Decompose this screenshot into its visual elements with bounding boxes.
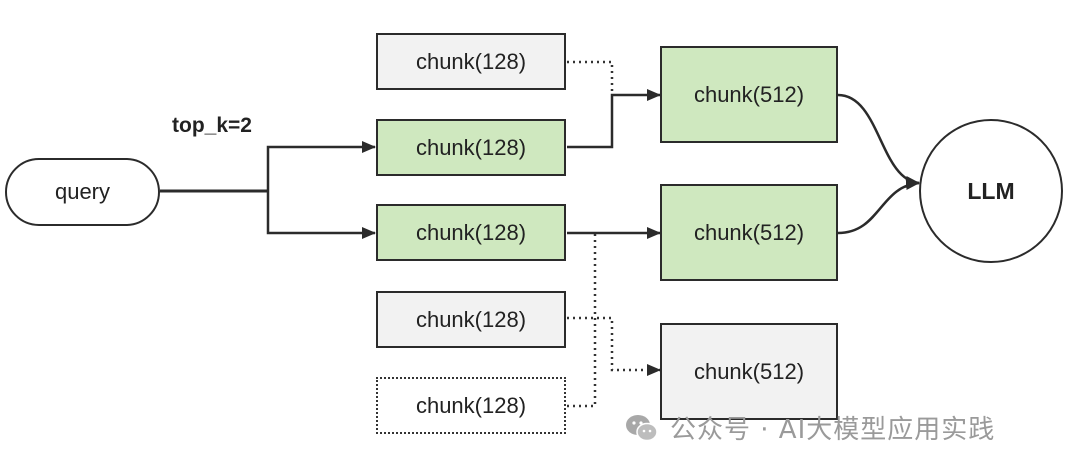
edge-chunk1-to-large1 — [567, 60, 614, 95]
wechat-icon — [626, 414, 658, 441]
edge-chunk2-to-large1 — [567, 89, 661, 149]
large-chunk-3: chunk(512) — [660, 323, 838, 420]
edge-large2-to-llm — [837, 178, 920, 235]
edge-chunk5-to-large2 — [567, 233, 597, 408]
edge-fork-to-chunk2 — [266, 141, 376, 191]
edge-chunk4-to-large3 — [567, 316, 661, 376]
small-chunk-1: chunk(128) — [376, 33, 566, 90]
large-chunk-1: chunk(512) — [660, 46, 838, 143]
small-chunk-3: chunk(128) — [376, 204, 566, 261]
edge-fork-to-chunk3 — [266, 191, 376, 239]
large-chunk-2: chunk(512) — [660, 184, 838, 281]
small-chunk-5: chunk(128) — [376, 377, 566, 434]
small-chunk-4: chunk(128) — [376, 291, 566, 348]
small-chunk-2: chunk(128) — [376, 119, 566, 176]
edge-large1-to-llm — [837, 93, 920, 188]
query-node: query — [5, 158, 160, 226]
watermark: 公众号 · AI大模型应用实践 — [624, 409, 995, 446]
watermark-text: 公众号 · AI大模型应用实践 — [670, 415, 996, 445]
llm-node: LLM — [919, 119, 1063, 263]
topk-label: top_k=2 — [172, 114, 252, 137]
